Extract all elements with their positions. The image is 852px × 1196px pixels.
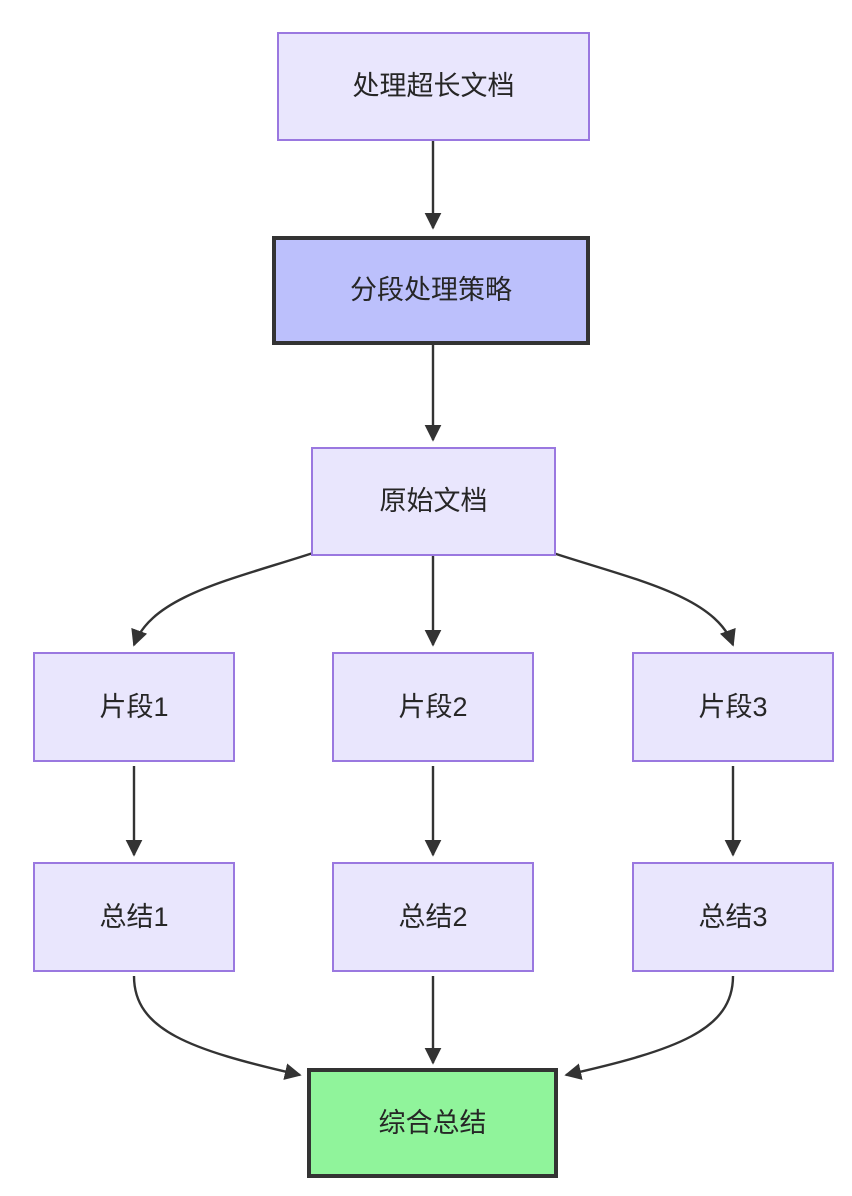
node-fragment-1-label: 片段1 [99, 691, 169, 722]
node-strategy[interactable]: 分段处理策略 [272, 236, 590, 345]
node-fragment-2-label: 片段2 [398, 691, 468, 722]
node-summary-1[interactable]: 总结1 [33, 862, 235, 972]
node-summary-2-label: 总结2 [398, 901, 468, 932]
node-fragment-2[interactable]: 片段2 [332, 652, 534, 762]
node-summary-3[interactable]: 总结3 [632, 862, 834, 972]
node-final-label: 综合总结 [378, 1107, 487, 1138]
node-final[interactable]: 综合总结 [307, 1068, 558, 1178]
node-fragment-3[interactable]: 片段3 [632, 652, 834, 762]
edge-source-doc-to-fragment-3 [552, 551, 736, 647]
edge-summary-1-to-final [132, 975, 302, 1080]
edge-summary-3-to-final [564, 975, 735, 1080]
node-summary-2[interactable]: 总结2 [332, 862, 534, 972]
node-summary-3-label: 总结3 [698, 901, 768, 932]
node-source-doc[interactable]: 原始文档 [311, 447, 556, 556]
node-long-doc[interactable]: 处理超长文档 [277, 32, 590, 141]
node-long-doc-label: 处理超长文档 [352, 71, 515, 102]
node-fragment-3-label: 片段3 [698, 691, 768, 722]
node-fragment-1[interactable]: 片段1 [33, 652, 235, 762]
node-strategy-label: 分段处理策略 [350, 275, 512, 306]
node-summary-1-label: 总结1 [99, 901, 169, 932]
edge-source-doc-to-fragment-1 [131, 551, 314, 647]
node-source-doc-label: 原始文档 [379, 486, 488, 517]
